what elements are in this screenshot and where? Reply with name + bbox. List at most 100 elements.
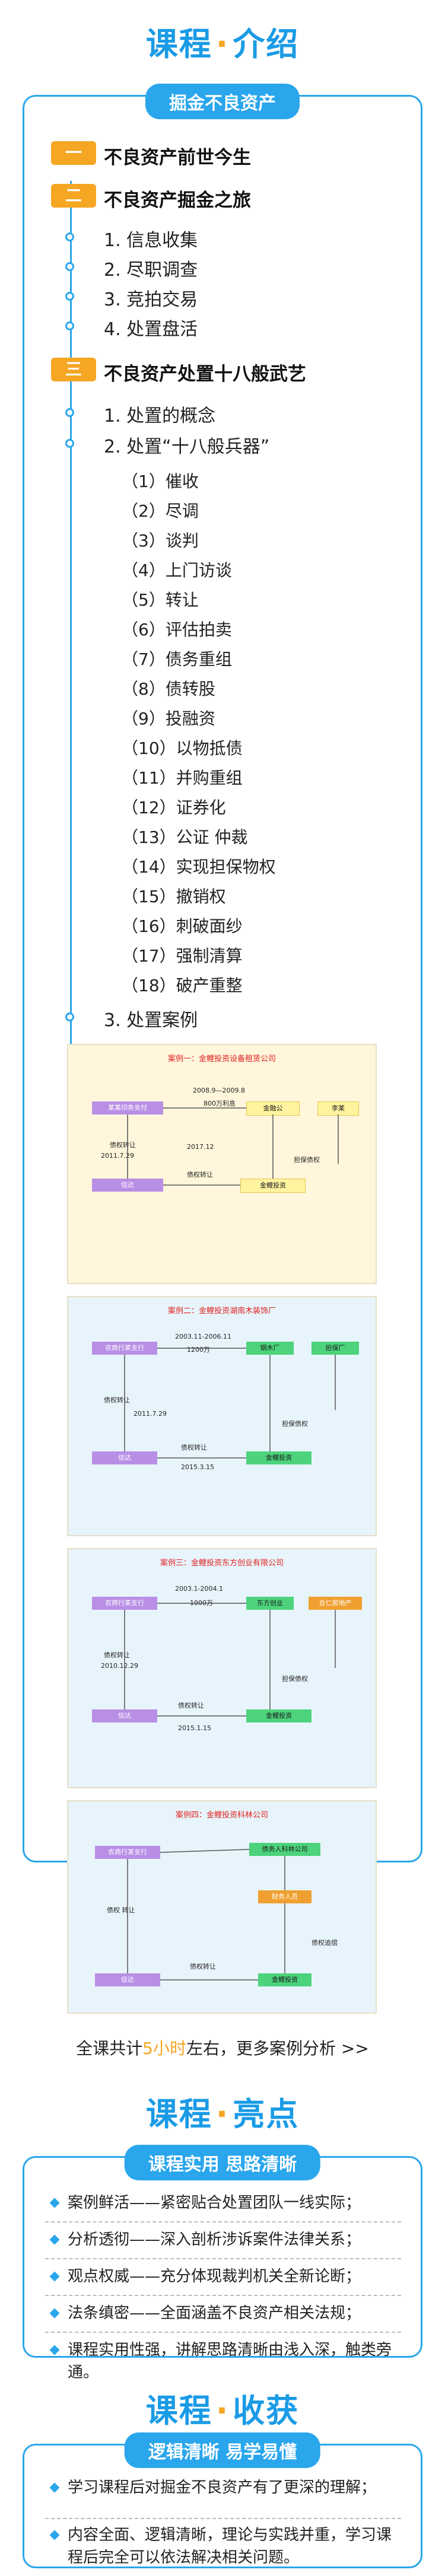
dashed-separator bbox=[45, 2332, 401, 2333]
hl-title-b: 亮点 bbox=[233, 2096, 300, 2133]
case-label: 2003.1-2004.1 bbox=[175, 1585, 223, 1593]
timeline-line bbox=[70, 181, 72, 1154]
case-diagram-1: 案例一：金鲤投资设备租赁公司 某某印务支付 2008.9—2009.8 800万… bbox=[67, 1044, 377, 1284]
case-diagram-2: 案例二：金鲤投资湖南木装饰厂 农商行某支行 2003.11-2006.11 12… bbox=[67, 1296, 377, 1536]
case-title: 案例四：金鲤投资科林公司 bbox=[175, 1811, 268, 1820]
case-box: 金鲤投资 bbox=[258, 1973, 312, 1986]
highlight-text: 案例鲜活——紧密贴合处置团队一线实际； bbox=[68, 2194, 361, 2212]
timeline-node bbox=[65, 292, 74, 301]
weapon-item: （16）刺破面纱 bbox=[122, 916, 243, 936]
case-box: 金鲤投资 bbox=[246, 1709, 312, 1722]
badge-three: 三 bbox=[51, 358, 96, 381]
footer-pre: 全课共计 bbox=[76, 2039, 143, 2058]
case-box: 钢木厂 bbox=[246, 1342, 294, 1355]
weapon-item: （12）证券化 bbox=[122, 798, 226, 817]
part3-item: 1. 处置的概念 bbox=[104, 406, 216, 426]
footer-hours: 5小时 bbox=[142, 2039, 186, 2058]
highlights-section-title: 课程·亮点 bbox=[0, 2088, 445, 2135]
case-title: 案例二：金鲤投资湖南木装饰厂 bbox=[167, 1307, 276, 1316]
case-label: 2017.12 bbox=[187, 1143, 214, 1151]
case-box: 担保厂 bbox=[312, 1342, 359, 1355]
gain-title-b: 收获 bbox=[233, 2392, 300, 2429]
case-label: 800万利息 bbox=[204, 1100, 236, 1107]
timeline-node bbox=[65, 233, 74, 241]
case-label: 2008.9—2009.8 bbox=[193, 1087, 245, 1094]
weapon-item: （15）撤销权 bbox=[122, 887, 226, 906]
case-diagram-4: 案例四：金鲤投资科林公司 农商行某支行 债务人科林公司 财务人员 债权 转让 债… bbox=[67, 1800, 377, 2014]
intro-pill: 掘金不良资产 bbox=[145, 84, 300, 119]
part3-heading: 不良资产处置十八般武艺 bbox=[104, 364, 306, 385]
case-box: 农商行某支行 bbox=[92, 1597, 157, 1610]
highlight-text: 观点权威——充分体现裁判机关全新论断； bbox=[68, 2268, 361, 2285]
case-title: 案例一：金鲤投资设备租赁公司 bbox=[167, 1055, 276, 1063]
part1-heading: 不良资产前世今生 bbox=[104, 147, 251, 168]
case-label: 2015.3.15 bbox=[181, 1463, 214, 1471]
case-label: 2003.11-2006.11 bbox=[175, 1333, 231, 1340]
part3-last-item: 3. 处置案例 bbox=[104, 1010, 198, 1031]
intro-title-a: 课程 bbox=[145, 26, 212, 63]
badge-two: 二 bbox=[51, 184, 96, 208]
hl-title-a: 课程 bbox=[145, 2096, 212, 2133]
weapon-item: （2）尽调 bbox=[122, 501, 199, 521]
case-box: 农商行某支行 bbox=[92, 1342, 157, 1355]
part2-item: 3. 竞拍交易 bbox=[104, 289, 198, 310]
weapon-item: （8）债转股 bbox=[122, 679, 215, 699]
gain-text: 学习课程后对掘金不良资产有了更深的理解； bbox=[68, 2479, 377, 2497]
hl-title-dot: · bbox=[215, 2096, 230, 2133]
weapon-item: （7）债务重组 bbox=[122, 649, 232, 669]
weapon-item: （10）以物抵债 bbox=[122, 738, 243, 758]
weapon-item: （13）公证 仲裁 bbox=[122, 827, 248, 847]
case-label: 担保债权 bbox=[282, 1675, 308, 1683]
case-box: 金鲤投资 bbox=[240, 1179, 306, 1193]
weapon-item: （14）实现担保物权 bbox=[122, 857, 276, 877]
case-label: 债权转让 bbox=[181, 1444, 207, 1451]
case-diagram-3: 案例三：金鲤投资东方创业有限公司 农商行某支行 2003.1-2004.1 10… bbox=[67, 1548, 377, 1788]
case-box: 债务人科林公司 bbox=[249, 1843, 320, 1856]
dashed-separator bbox=[45, 2518, 401, 2519]
case-box: 合仁房地产 bbox=[309, 1597, 362, 1610]
gain-text: 内容全面、逻辑清晰，理论与实践并重，学习课程后完全可以依法解决相关问题。 bbox=[68, 2526, 392, 2567]
case-label: 债权转让 bbox=[104, 1396, 130, 1404]
weapon-item: （1）催收 bbox=[122, 472, 199, 491]
weapon-item: （5）转让 bbox=[122, 590, 199, 610]
footer-post: 左右，更多案例分析 >> bbox=[186, 2039, 369, 2058]
case-label: 2011.7.29 bbox=[101, 1152, 134, 1160]
case-label: 债权转让 bbox=[187, 1171, 213, 1179]
gain-title-dot: · bbox=[215, 2392, 230, 2429]
gains-section-title: 课程·收获 bbox=[0, 2384, 445, 2431]
case-arrows bbox=[127, 1107, 339, 1186]
weapon-item: （11）并购重组 bbox=[122, 768, 243, 788]
case-box: 金鲤投资 bbox=[246, 1451, 312, 1464]
part2-item: 2. 尽职调查 bbox=[104, 260, 198, 281]
timeline-node bbox=[65, 439, 74, 448]
intro-title-dot: · bbox=[215, 26, 230, 63]
case-box: 农商行某支行 bbox=[95, 1846, 160, 1859]
case-label: 债权转让 bbox=[190, 1963, 216, 1970]
weapon-item: （17）强制清算 bbox=[122, 946, 243, 966]
timeline-node bbox=[65, 262, 74, 271]
case-label: 债权追偿 bbox=[312, 1939, 338, 1947]
highlights-pill: 课程实用 思路清晰 bbox=[124, 2145, 321, 2180]
weapon-item: （4）上门访谈 bbox=[122, 561, 232, 580]
timeline-node bbox=[65, 408, 74, 417]
part2-heading: 不良资产掘金之旅 bbox=[104, 190, 251, 211]
case-title: 案例三：金鲤投资东方创业有限公司 bbox=[160, 1559, 284, 1568]
part2-item: 4. 处置盘活 bbox=[104, 319, 198, 340]
highlights-card: 课程实用 思路清晰 bbox=[23, 2145, 422, 2358]
timeline-node bbox=[65, 321, 74, 330]
case-label: 担保债权 bbox=[294, 1156, 320, 1164]
case-box: 财务人员 bbox=[258, 1890, 312, 1903]
case-box: 信达 bbox=[92, 1709, 157, 1722]
case-label: 债权转让 bbox=[110, 1141, 136, 1149]
highlight-text: 分析透彻——深入剖析涉诉案件法律关系； bbox=[68, 2231, 361, 2249]
case-box: 信达 bbox=[95, 1973, 160, 1986]
intro-section-title: 课程·介绍 bbox=[0, 18, 445, 65]
case-label: 2015.1.15 bbox=[178, 1724, 211, 1732]
case-label: 债权转让 bbox=[104, 1651, 130, 1659]
badge-one: 一 bbox=[51, 141, 96, 165]
case-label: 债权转让 bbox=[178, 1702, 204, 1709]
highlight-text: 法条缜密——全面涵盖不良资产相关法规； bbox=[68, 2304, 361, 2322]
gains-card: 逻辑清晰 易学易懂 bbox=[23, 2432, 422, 2568]
intro-footer-note[interactable]: 全课共计5小时左右，更多案例分析 >> bbox=[0, 2036, 445, 2059]
dashed-separator bbox=[45, 2221, 401, 2222]
